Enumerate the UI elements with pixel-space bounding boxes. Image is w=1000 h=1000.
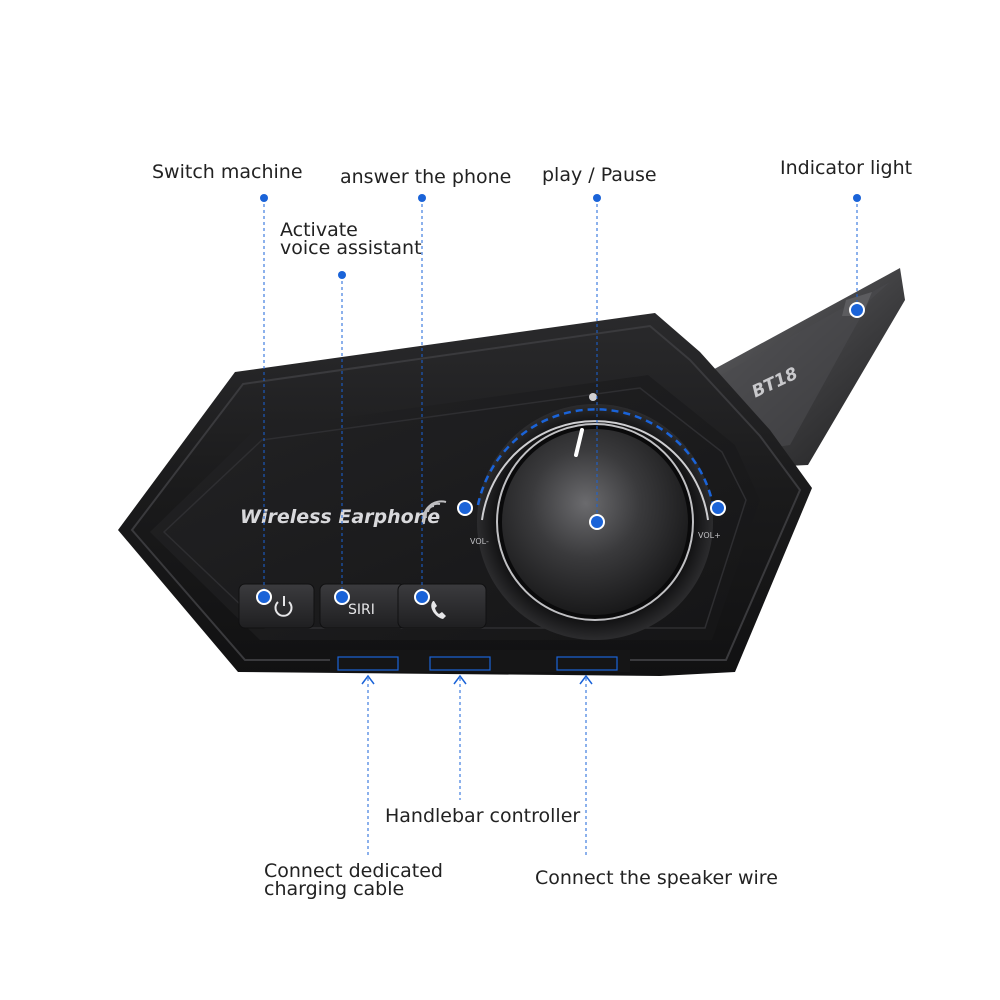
marker-dots — [256, 302, 865, 605]
power-button[interactable] — [238, 583, 315, 629]
handlebar-port-highlight — [429, 656, 491, 671]
charging-port-highlight — [337, 656, 399, 671]
label-connect-charging-cable: Connect dedicated charging cable — [264, 860, 443, 900]
phone-icon — [431, 601, 446, 619]
label-answer-the-phone: answer the phone — [340, 166, 512, 188]
label-indicator-light: Indicator light — [780, 157, 913, 179]
arrowheads — [361, 674, 593, 685]
label-connect-speaker-wire: Connect the speaker wire — [535, 867, 778, 889]
label-handlebar-controller: Handlebar controller — [385, 805, 581, 827]
label-switch-machine: Switch machine — [152, 161, 303, 183]
power-icon — [274, 596, 293, 617]
vol-minus-label: VOL- — [470, 537, 489, 546]
wireless-signal-icon — [422, 500, 447, 525]
brand-label: Wireless Earphone — [240, 506, 440, 528]
bottom-ports — [330, 650, 630, 672]
vol-plus-label: VOL+ — [698, 531, 721, 540]
siri-label: SIRI — [348, 602, 375, 618]
label-play-pause: play / Pause — [542, 164, 657, 186]
answer-phone-button[interactable] — [397, 583, 487, 629]
speaker-port-highlight — [556, 656, 618, 671]
callout-dots — [260, 194, 861, 279]
siri-button[interactable]: SIRI — [319, 583, 406, 629]
leader-lines — [263, 198, 858, 858]
label-activate-voice-assistant: Activate voice assistant — [280, 219, 422, 259]
